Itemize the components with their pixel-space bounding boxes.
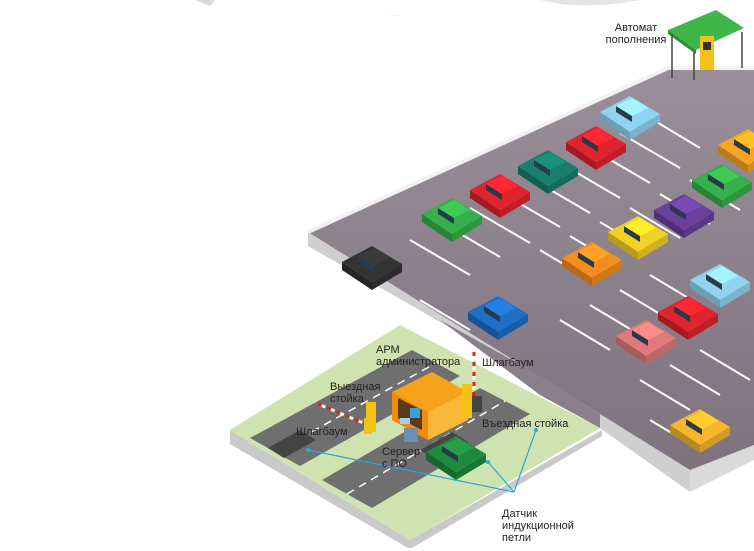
ramp xyxy=(440,320,600,428)
exit-stand-label: Выездная стойка xyxy=(330,381,381,405)
exit-stand xyxy=(366,402,376,432)
car-yellow-orange xyxy=(670,409,730,453)
car-orange xyxy=(718,129,754,173)
top-up-kiosk xyxy=(668,10,744,80)
top-right-edge-decoration xyxy=(540,0,640,6)
kiosk-label: Автомат пополнения xyxy=(605,22,667,46)
parking-lot-side-front xyxy=(308,232,690,492)
server-label: Сервер с ПО xyxy=(382,446,421,470)
barrier-entry xyxy=(472,352,482,412)
car-blue xyxy=(468,296,528,340)
car-purple xyxy=(654,194,714,238)
barrier-left-label: Шлагбаум xyxy=(296,426,348,438)
callout-lines xyxy=(307,429,537,493)
faint-top-label: ..... xyxy=(390,9,402,18)
car-green xyxy=(692,164,752,208)
car-salmon xyxy=(616,320,676,364)
car-teal xyxy=(518,150,578,194)
car-orange xyxy=(562,242,622,286)
barrier-top-label: Шлагбаум xyxy=(482,357,534,369)
entry-stand-label: Въездная стойка xyxy=(482,418,569,430)
car-dark-green xyxy=(426,436,486,480)
parking-lot xyxy=(307,66,754,492)
callout-dots xyxy=(306,428,538,464)
parking-lot-surface xyxy=(308,68,754,470)
server-rack xyxy=(404,428,418,442)
car-red xyxy=(658,296,718,340)
car-light-blue xyxy=(690,264,750,308)
admin-booth xyxy=(392,372,468,440)
parking-lot-curb xyxy=(307,66,754,234)
arm-label: АРМ администратора xyxy=(376,344,461,368)
car-black xyxy=(342,246,402,290)
car-red xyxy=(470,174,530,218)
car-light-blue xyxy=(600,96,660,140)
car-green xyxy=(422,198,482,242)
induction-loop-exit xyxy=(268,430,316,458)
car-red xyxy=(566,126,626,170)
top-edge-decoration xyxy=(195,0,215,6)
cars xyxy=(342,96,754,480)
loop-sensor-label: Датчик индукционной петли xyxy=(502,508,574,544)
entry-stand xyxy=(462,384,472,418)
barrier-exit xyxy=(317,402,372,434)
car-yellow xyxy=(608,216,668,260)
